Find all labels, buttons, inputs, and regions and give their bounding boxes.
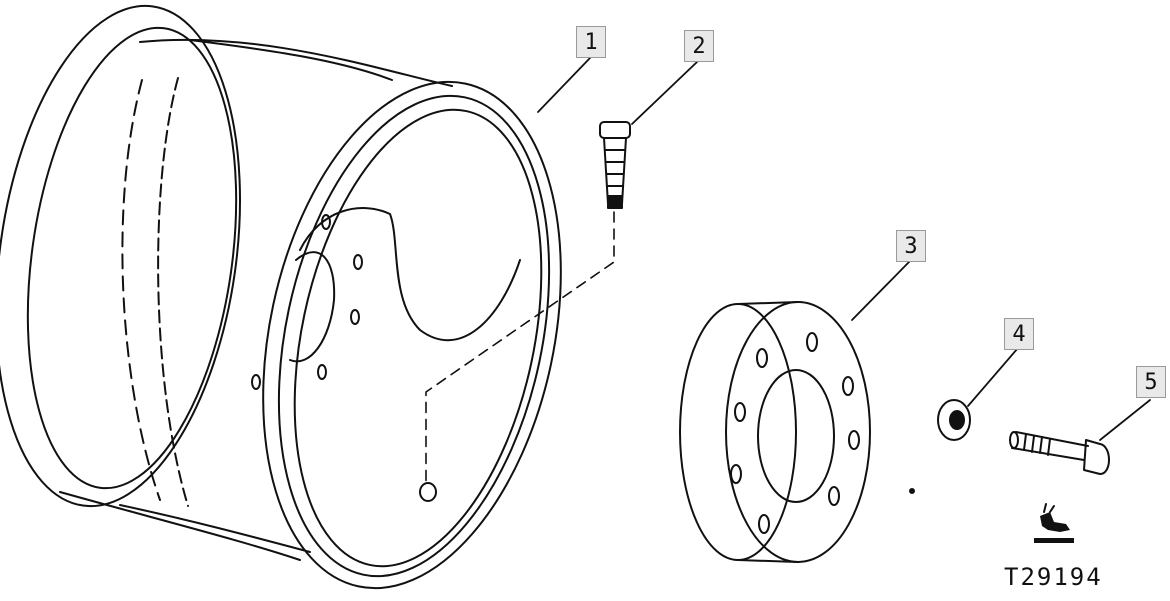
callout-label: 2 bbox=[692, 33, 706, 59]
washer bbox=[938, 400, 970, 440]
leader-lines bbox=[538, 58, 1150, 440]
rim-back-flange-inner bbox=[1, 14, 264, 501]
spacer-bolt-hole bbox=[735, 403, 745, 421]
rim-front-flange-inner-2 bbox=[256, 87, 579, 589]
rim-bolt-hole bbox=[354, 255, 362, 269]
valve-assembly-line bbox=[426, 212, 614, 482]
bolt bbox=[1010, 432, 1109, 474]
spacer-bolt-hole bbox=[849, 431, 859, 449]
spacer-bolt-hole bbox=[731, 465, 741, 483]
callout-5: 5 bbox=[1136, 366, 1166, 398]
spacer-bolt-hole bbox=[829, 487, 839, 505]
rim-front-flange-inner bbox=[238, 71, 590, 601]
wheel-spacer bbox=[680, 302, 870, 562]
rim-barrel-top-2 bbox=[190, 40, 392, 80]
rim-bolt-hole bbox=[351, 310, 359, 324]
callout-label: 3 bbox=[904, 233, 918, 259]
spacer-bolt-hole bbox=[843, 377, 853, 395]
rim-bolt-hole bbox=[318, 365, 326, 379]
rim-front-flange-outer bbox=[220, 54, 605, 601]
spacer-bolt-hole bbox=[807, 333, 817, 351]
rim-back-flange-outer bbox=[0, 0, 270, 522]
spacer-center-hole bbox=[758, 370, 834, 502]
rim-bolt-hole bbox=[322, 215, 330, 229]
rim-valve-hole bbox=[420, 483, 436, 501]
rim-barrel-top bbox=[140, 40, 452, 86]
rim-barrel-bottom-2 bbox=[120, 505, 310, 552]
rim-center-disc bbox=[300, 208, 520, 340]
rim-barrel-ridge bbox=[158, 78, 188, 506]
callout-1: 1 bbox=[576, 26, 606, 58]
callout-label: 5 bbox=[1144, 369, 1158, 395]
deer-logo-icon bbox=[1034, 504, 1074, 543]
rim-barrel-bottom bbox=[60, 492, 300, 560]
spacer-bolt-hole bbox=[759, 515, 769, 533]
wheel-rim bbox=[0, 0, 604, 601]
rim-bolt-hole bbox=[252, 375, 260, 389]
figure-id: T29194 bbox=[1004, 563, 1103, 591]
valve-stem bbox=[600, 122, 630, 208]
callout-label: 4 bbox=[1012, 321, 1026, 347]
spacer-bolt-hole bbox=[757, 349, 767, 367]
callout-label: 1 bbox=[584, 29, 598, 55]
rim-hub-opening bbox=[290, 252, 334, 361]
stray-dot bbox=[910, 489, 914, 493]
rim-barrel-ridge-2 bbox=[122, 80, 160, 500]
callout-4: 4 bbox=[1004, 318, 1034, 350]
callout-2: 2 bbox=[684, 30, 714, 62]
callout-3: 3 bbox=[896, 230, 926, 262]
